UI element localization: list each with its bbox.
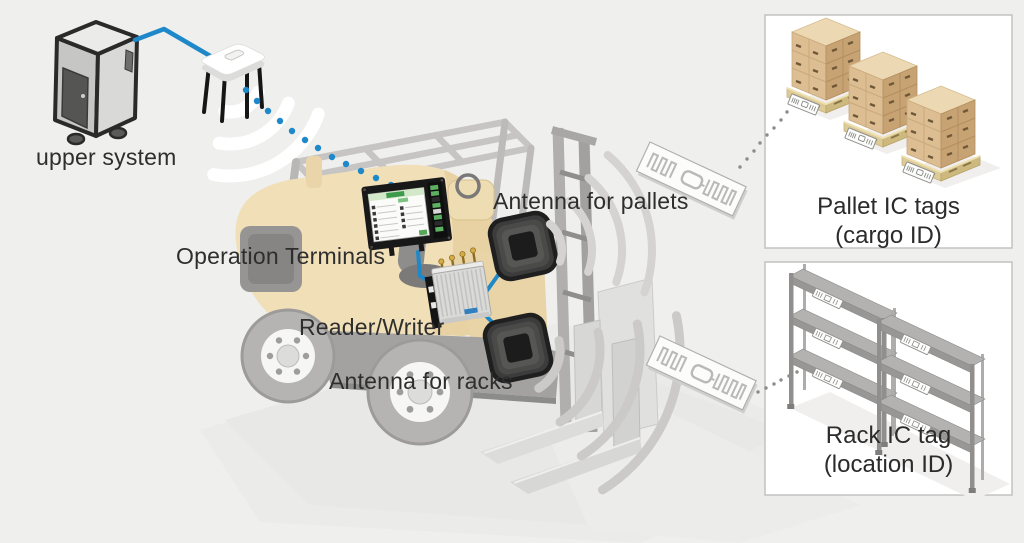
operation-terminal-icon [361,177,452,257]
rf-waves-pallet [545,151,656,297]
wifi-waves-access-point [207,85,325,183]
wireless-access-point-icon [201,43,265,123]
rf-waves-rack [534,311,685,495]
label-upper-system: upper system [36,144,177,170]
server-ap-cable [132,26,215,60]
forklift-rear-wheel [240,308,336,404]
reader-writer-icon [424,247,492,329]
forklift-front-wheel [366,338,474,446]
pallet-panel-caption-line1: Pallet IC tags [817,193,960,220]
label-antenna-for-racks: Antenna for racks [329,368,513,394]
upper-system-server-icon [53,20,139,146]
label-antenna-for-pallets: Antenna for pallets [493,188,689,214]
rack-panel-caption: Rack IC tag (location ID) [765,421,1012,479]
label-operation-terminals: Operation Terminals [176,243,386,269]
rack-panel-caption-line2: (location ID) [823,451,954,478]
rack-panel-caption-line1: Rack IC tag [825,422,952,449]
label-reader-writer: Reader/Writer [299,314,445,340]
pallet-panel-caption: Pallet IC tags (cargo ID) [765,192,1012,250]
sma-connectors [438,247,477,269]
tag-link-dots-pallet [738,102,796,169]
forklift-forks [480,277,659,494]
pallet-panel-caption-line2: (cargo ID) [835,222,942,249]
